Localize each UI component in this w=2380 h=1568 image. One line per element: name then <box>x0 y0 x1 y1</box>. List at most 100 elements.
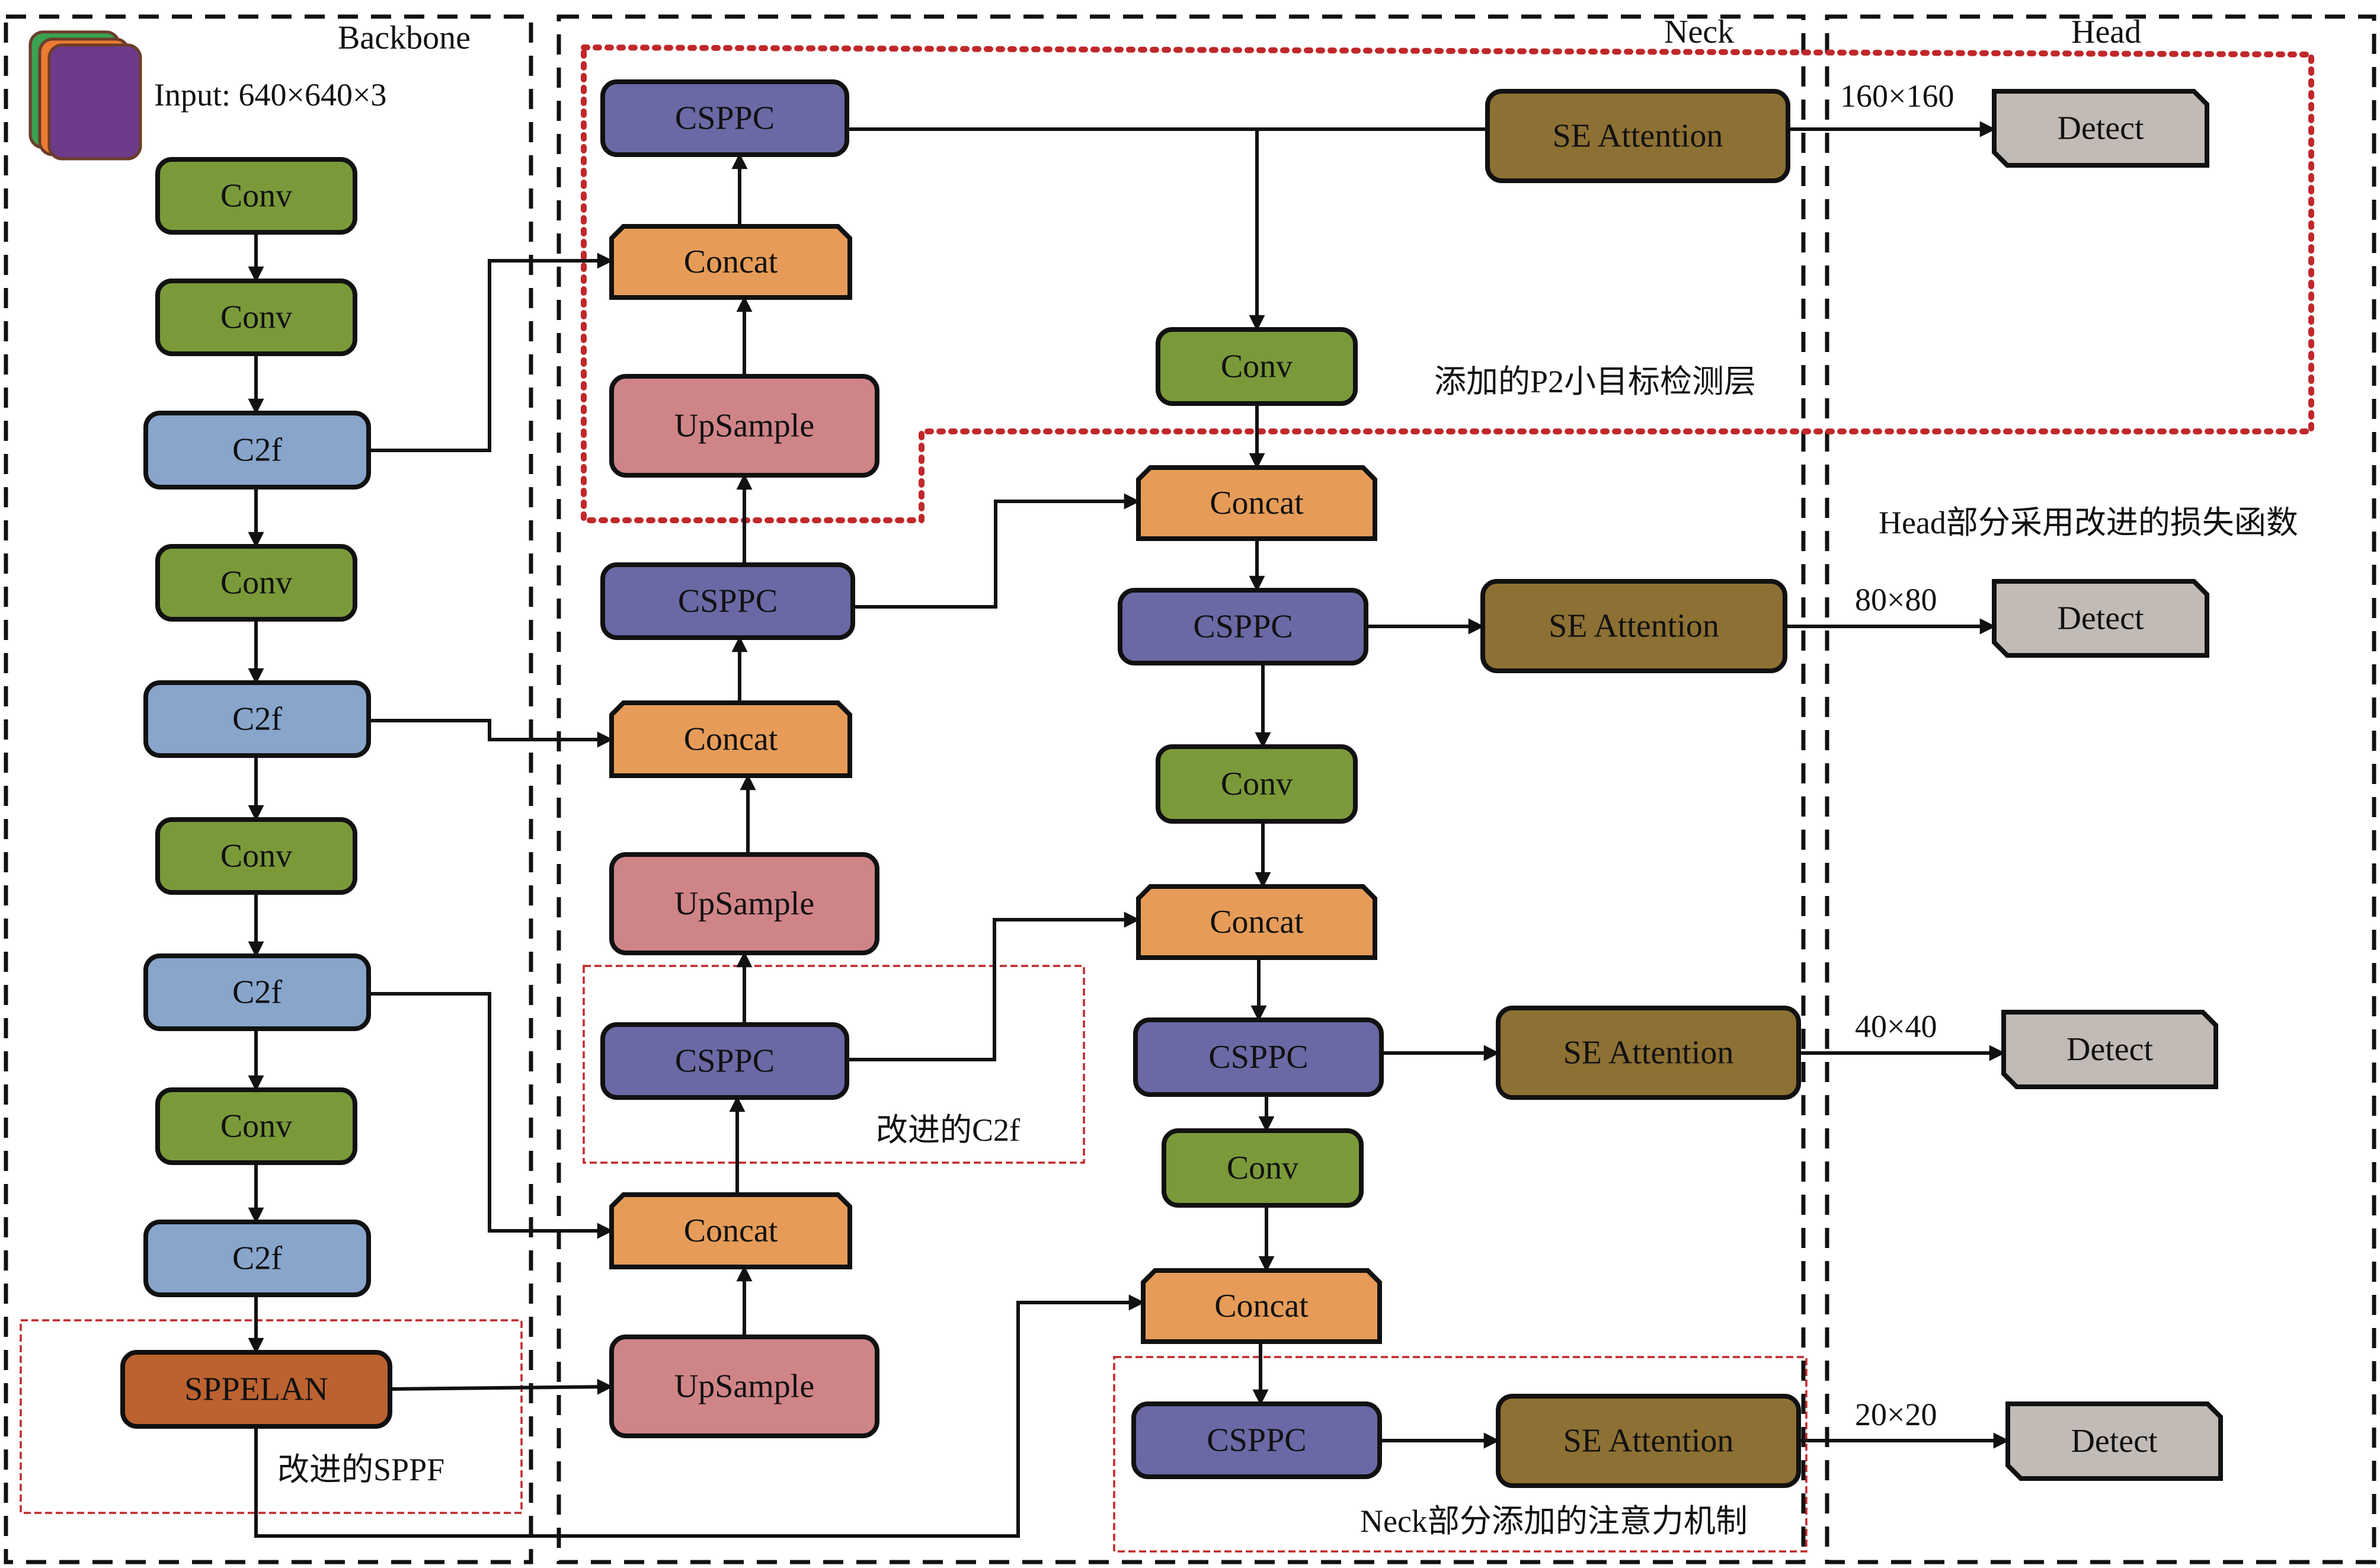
pan-csppc-1-label: CSPPC <box>1193 609 1293 645</box>
detect-p3-label: Detect <box>2057 600 2144 637</box>
neck-concat-1-block: Concat <box>609 224 852 300</box>
detect-p3-shape <box>1992 579 2209 658</box>
pan-concat-1-label: Concat <box>1210 485 1304 521</box>
head-title: Head <box>2071 14 2141 50</box>
backbone-conv-5-block: Conv <box>155 1087 357 1165</box>
se-attention-2-shape <box>1480 579 1787 673</box>
csppc3-pan-concat2-connector <box>847 911 1140 1061</box>
pan-conv-3-block: Conv <box>1162 1128 1364 1208</box>
scale-label-40: 40×40 <box>1855 1009 1937 1044</box>
backbone-c2f-4-label: C2f <box>232 1240 282 1277</box>
neck-csppc-3-label: CSPPC <box>675 1043 775 1080</box>
pan-conv-1-label: Conv <box>1221 348 1293 385</box>
neck-upsample-3-shape <box>609 1335 879 1438</box>
pan-csppc-3-block: CSPPC <box>1131 1401 1382 1479</box>
backbone-c2f-3-shape <box>143 953 371 1031</box>
neck-upsample-1-shape <box>609 374 879 478</box>
se-attention-1-block: SE Attention <box>1485 89 1790 183</box>
backbone-c2f-1-shape <box>143 411 371 489</box>
detect-p2-label: Detect <box>2057 110 2144 147</box>
improved-c2f-label: 改进的C2f <box>876 1112 1020 1148</box>
backbone-sppelan-label: SPPELAN <box>184 1371 328 1408</box>
pan-csppc-2-label: CSPPC <box>1208 1039 1308 1076</box>
backbone-sppelan-shape <box>120 1350 392 1429</box>
se-attention-2-block: SE Attention <box>1480 579 1787 673</box>
backbone-c2f-4-block: C2f <box>143 1220 371 1297</box>
se-attention-4-label: SE Attention <box>1563 1423 1734 1460</box>
pan-conv-3-label: Conv <box>1227 1150 1298 1186</box>
detect-p4-label: Detect <box>2066 1031 2154 1068</box>
backbone-c2f-3-label: C2f <box>232 974 282 1011</box>
neck-upsample-2-block: UpSample <box>609 852 879 955</box>
detect-p5-shape <box>2005 1401 2223 1481</box>
sppelan-upsample3-connector <box>389 1378 613 1395</box>
backbone-c2f-4-shape <box>143 1220 371 1297</box>
section-frames <box>4 14 2376 1564</box>
pan-csppc-2-block: CSPPC <box>1133 1017 1384 1097</box>
backbone-conv-5-label: Conv <box>220 1108 292 1145</box>
neck-upsample-1-block: UpSample <box>609 374 879 478</box>
neck-upsample-2-label: UpSample <box>674 885 814 922</box>
p2-layer-label: 添加的P2小目标检测层 <box>1434 364 1756 399</box>
neck-concat-1-label: Concat <box>684 244 778 280</box>
neck-concat-3-label: Concat <box>684 1212 778 1249</box>
neck-csppc-top-label: CSPPC <box>675 100 775 137</box>
pan-concat-3-shape <box>1141 1268 1382 1344</box>
detect-p2-block: Detect <box>1992 89 2209 168</box>
neck-csppc-3-shape <box>600 1022 849 1100</box>
blocks: ConvConvC2fConvC2fConvC2fConvC2fSPPELANC… <box>120 79 2223 1488</box>
se-attention-3-label: SE Attention <box>1563 1035 1734 1071</box>
csppc2-pan-concat1-connector <box>853 493 1140 609</box>
se-attention-3-block: SE Attention <box>1496 1006 1801 1100</box>
detect-p4-block: Detect <box>2001 1010 2218 1089</box>
backbone-c2f-2-label: C2f <box>232 701 282 738</box>
backbone-conv-1-label: Conv <box>220 178 292 215</box>
backbone-conv-3-shape <box>155 544 357 622</box>
pan-concat-1-block: Concat <box>1136 465 1377 541</box>
backbone-c2f-2-shape <box>143 680 371 758</box>
head-frame <box>1825 14 2376 1564</box>
neck-csppc-2-block: CSPPC <box>600 562 855 640</box>
input-image-stack-icon <box>28 30 142 161</box>
backbone-conv-4-label: Conv <box>220 838 292 875</box>
pan-conv-2-label: Conv <box>1221 766 1293 802</box>
se-attention-1-label: SE Attention <box>1553 118 1723 155</box>
backbone-conv-2-label: Conv <box>220 299 292 336</box>
scale-label-80: 80×80 <box>1855 582 1937 617</box>
pan-csppc-3-label: CSPPC <box>1207 1422 1306 1459</box>
pan-concat-3-block: Concat <box>1141 1268 1382 1344</box>
pan-conv-3-shape <box>1162 1128 1364 1208</box>
neck-csppc-2-label: CSPPC <box>678 583 778 620</box>
backbone-conv-5-shape <box>155 1087 357 1165</box>
pan-concat-3-label: Concat <box>1214 1288 1309 1324</box>
backbone-c2f-2-block: C2f <box>143 680 371 758</box>
pan-conv-1-shape <box>1156 327 1358 406</box>
connections <box>248 121 2010 1538</box>
neck-attention-region <box>1113 1356 1808 1553</box>
neck-upsample-3-block: UpSample <box>609 1335 879 1438</box>
p2-layer-region <box>581 44 2314 523</box>
pan-concat-2-label: Concat <box>1210 904 1304 940</box>
pan-csppc-3-shape <box>1131 1401 1382 1479</box>
neck-upsample-2-shape <box>609 852 879 955</box>
neck-concat-1-shape <box>609 224 852 300</box>
neck-csppc-top-block: CSPPC <box>600 79 849 157</box>
backbone-sppelan-block: SPPELAN <box>120 1350 392 1429</box>
se-attention-4-block: SE Attention <box>1496 1394 1801 1488</box>
backbone-conv-1-block: Conv <box>155 157 357 235</box>
neck-concat-3-block: Concat <box>609 1192 852 1269</box>
pan-conv-2-shape <box>1156 744 1358 824</box>
backbone-conv-3-block: Conv <box>155 544 357 622</box>
c2f2-concat2-connector <box>369 719 613 748</box>
scale-label-160: 160×160 <box>1840 78 1954 114</box>
backbone-c2f-3-block: C2f <box>143 953 371 1031</box>
neck-title: Neck <box>1664 14 1734 50</box>
neck-csppc-2-shape <box>600 562 855 640</box>
backbone-conv-4-shape <box>155 817 357 895</box>
se-attention-2-label: SE Attention <box>1549 608 1719 645</box>
backbone-c2f-1-block: C2f <box>143 411 371 489</box>
backbone-conv-1-shape <box>155 157 357 235</box>
neck-concat-2-label: Concat <box>684 721 778 758</box>
sppelan-pan-concat3-connector <box>254 1294 1145 1538</box>
detect-p5-label: Detect <box>2071 1423 2158 1460</box>
